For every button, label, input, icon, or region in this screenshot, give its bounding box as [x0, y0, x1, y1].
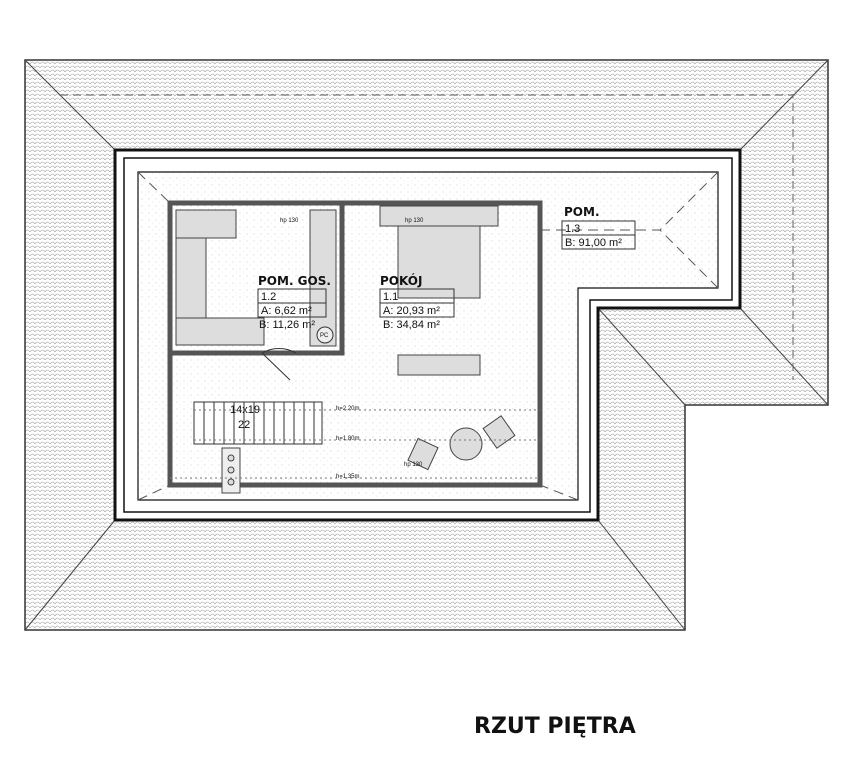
height-label: h=1,35m: [336, 474, 360, 480]
room-name: POM.: [564, 205, 600, 219]
room-name: POKÓJ: [380, 273, 422, 288]
room-area-a: A: 6,62 m²: [261, 305, 312, 317]
room-number: 1.1: [383, 291, 398, 303]
drawing-title: RZUT PIĘTRA: [474, 714, 636, 739]
furniture: [175, 205, 516, 494]
height-lines: [170, 409, 540, 479]
furnace: [316, 326, 334, 344]
window-label: hp 130: [404, 462, 423, 468]
stairs-count: 22: [238, 419, 250, 431]
room-area-b: B: 34,84 m²: [383, 319, 440, 331]
attic-ridge-lines: [137, 171, 719, 501]
room-name: POM. GOS.: [258, 274, 331, 288]
room-area-a: A: 20,93 m²: [383, 305, 440, 317]
roof-hip-lines: [24, 59, 829, 631]
height-label: h=1,80m: [336, 436, 360, 442]
knee-wall: [123, 157, 733, 513]
height-label: h=2,20m: [336, 406, 360, 412]
stairs: [193, 401, 323, 445]
room-area-b: B: 11,26 m²: [259, 319, 315, 331]
room-number: 1.3: [565, 223, 580, 235]
room-area-b: B: 91,00 m²: [565, 237, 622, 249]
window-label: hp 130: [280, 218, 299, 224]
room-number: 1.2: [261, 291, 276, 303]
furnace-label: PC: [320, 333, 329, 339]
door: [261, 347, 297, 381]
window-label: hp 130: [405, 218, 424, 224]
